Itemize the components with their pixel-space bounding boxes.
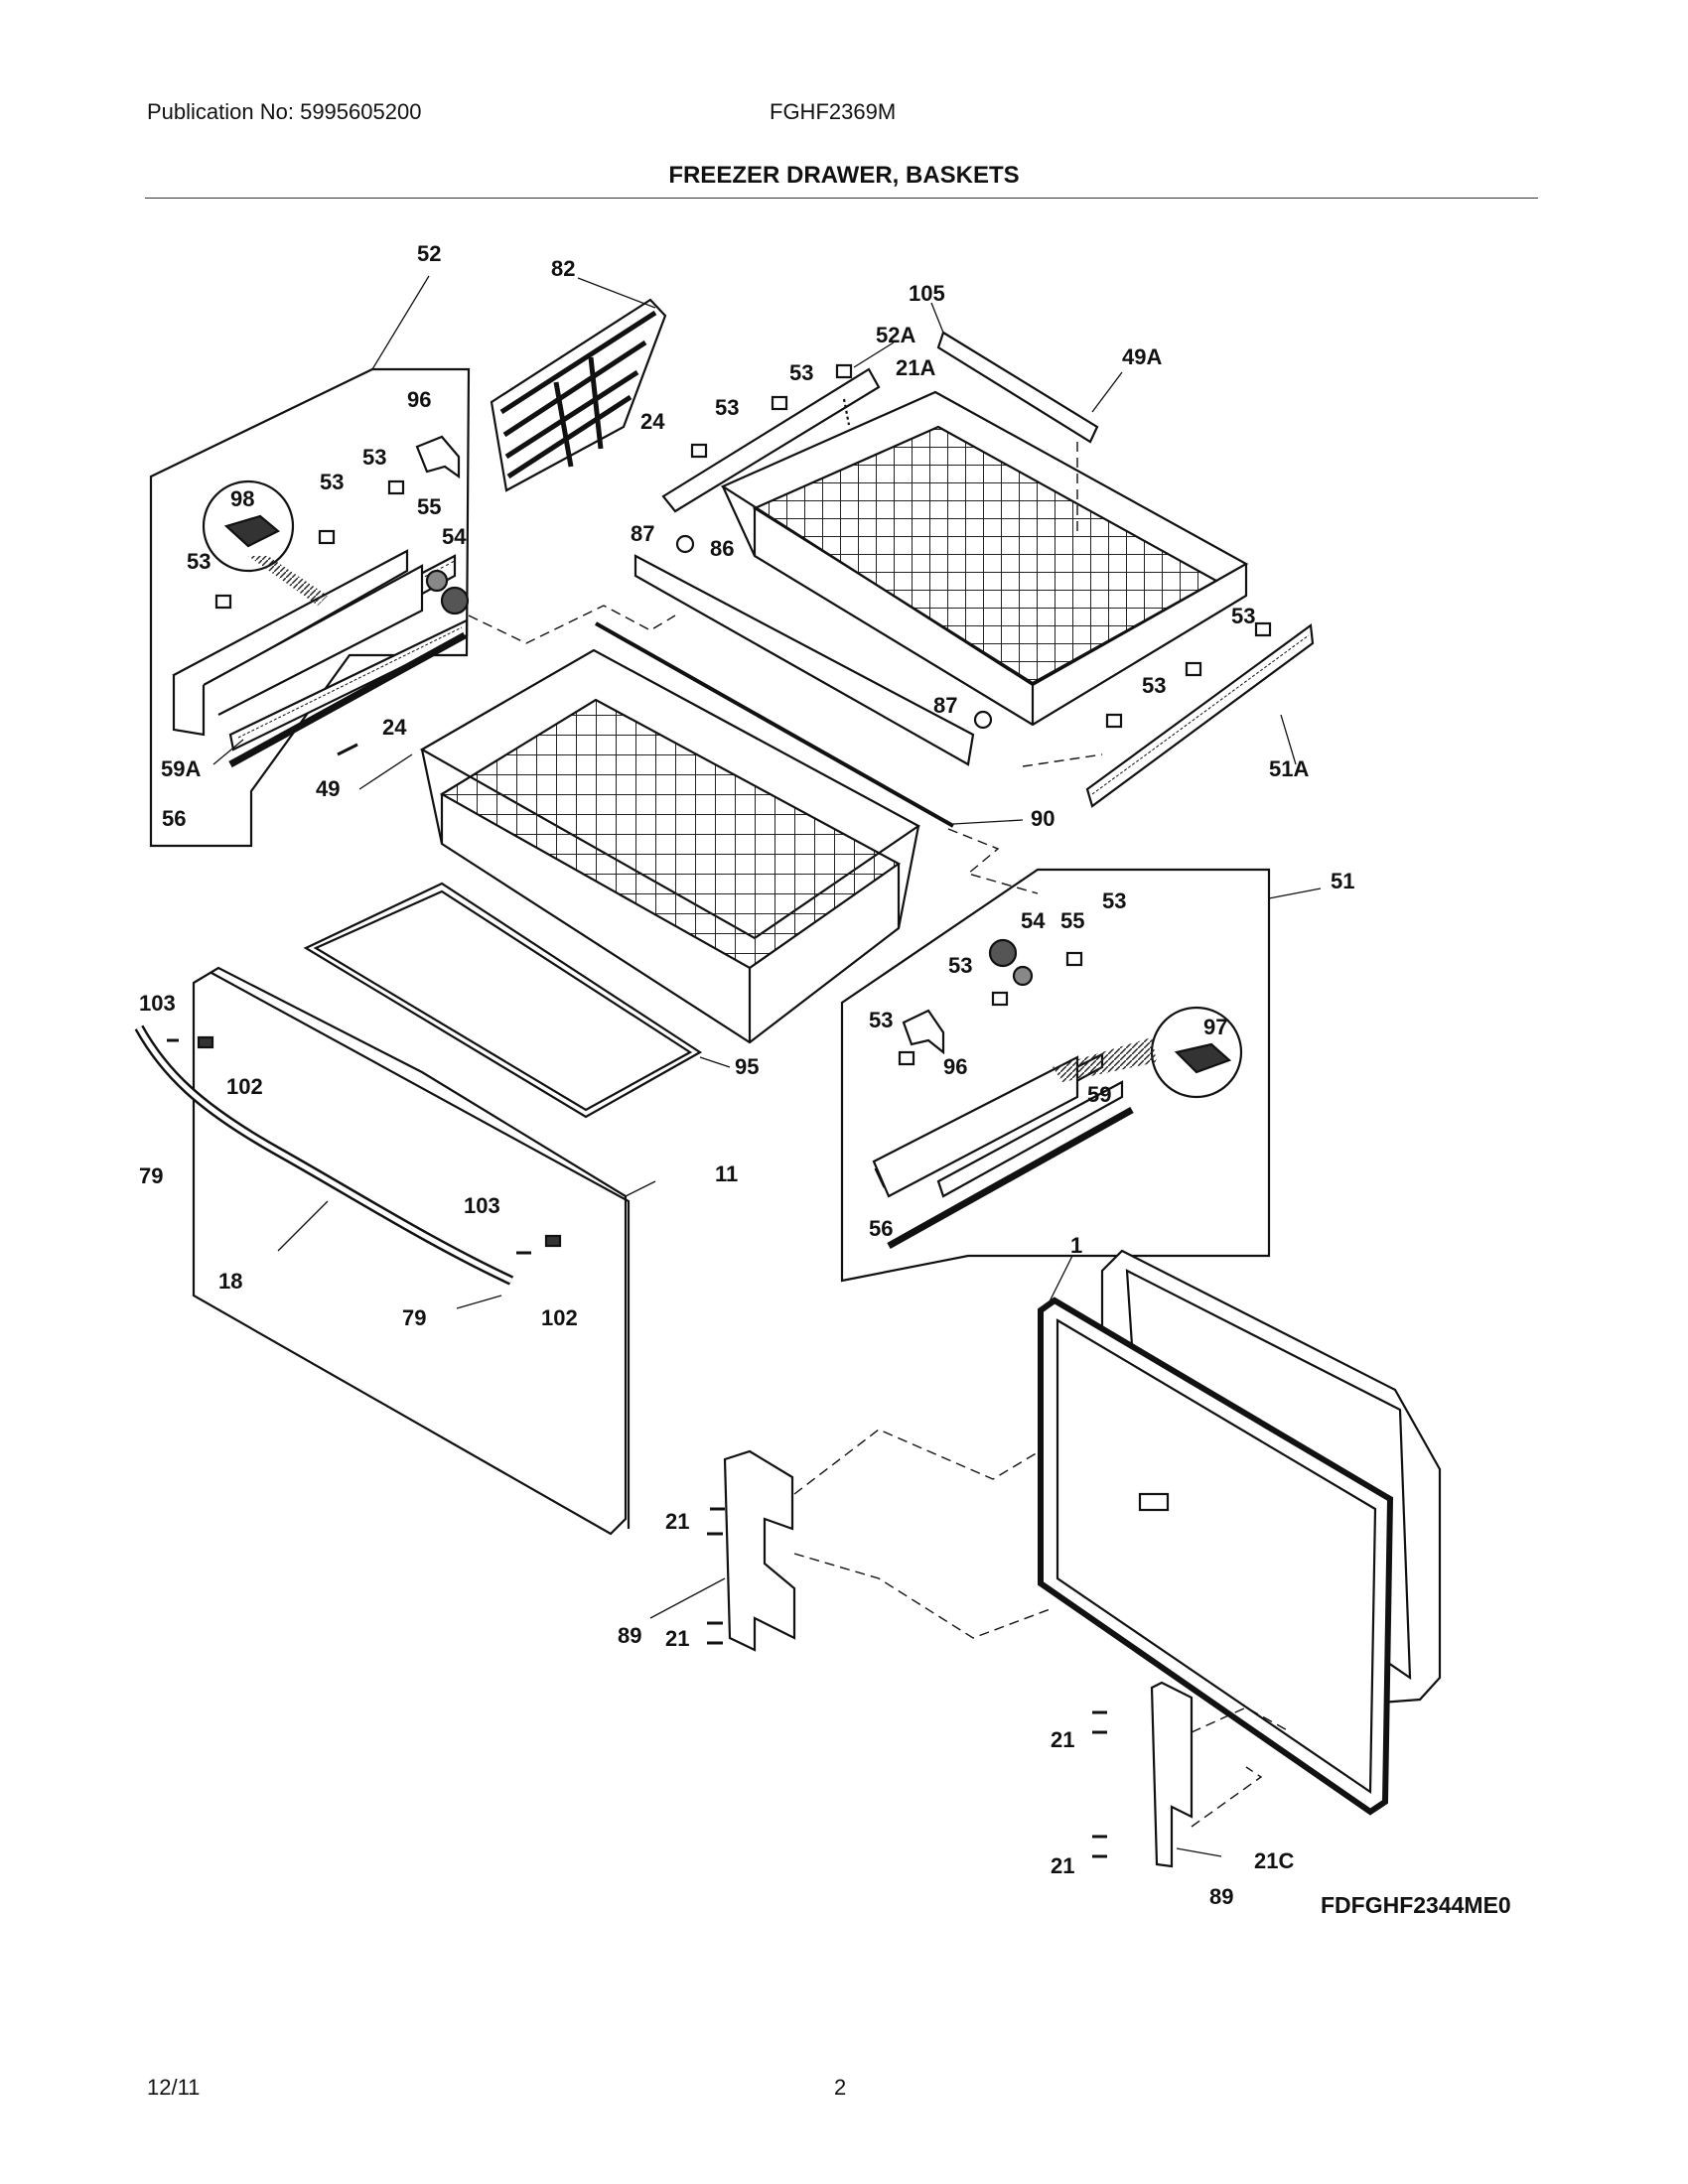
right-slide-assembly xyxy=(840,868,1271,1283)
callout-21C: 21C xyxy=(1254,1848,1294,1873)
callout-53: 53 xyxy=(320,470,344,494)
callout-59A: 59A xyxy=(161,756,201,781)
callout-53: 53 xyxy=(187,549,211,574)
callout-53: 53 xyxy=(1231,604,1255,628)
callout-53: 53 xyxy=(948,953,972,978)
drawer-pan xyxy=(303,882,703,1119)
lower-basket xyxy=(419,621,954,1044)
drawer-front xyxy=(134,966,631,1536)
callout-21: 21 xyxy=(1051,1853,1074,1878)
hinge-brackets xyxy=(707,1449,1194,1868)
callout-87: 87 xyxy=(631,521,654,546)
callout-55: 55 xyxy=(417,494,441,519)
callout-56: 56 xyxy=(869,1216,893,1241)
callout-102: 102 xyxy=(541,1305,578,1330)
callout-103: 103 xyxy=(139,991,176,1016)
callout-79: 79 xyxy=(402,1305,426,1330)
callout-51A: 51A xyxy=(1269,756,1309,781)
diagram-code: FDFGHF2344ME0 xyxy=(1321,1892,1511,1918)
callout-98: 98 xyxy=(230,486,254,511)
assembly-lines xyxy=(468,442,1292,1828)
freezer-frame xyxy=(1038,1249,1442,1816)
page-number: 2 xyxy=(834,2075,847,2100)
callout-53: 53 xyxy=(1142,673,1166,698)
callout-54: 54 xyxy=(1021,908,1046,933)
callout-95: 95 xyxy=(735,1054,759,1079)
page-title: FREEZER DRAWER, BASKETS xyxy=(668,162,1020,189)
callout-89: 89 xyxy=(618,1623,641,1648)
callout-54: 54 xyxy=(442,524,467,549)
callout-18: 18 xyxy=(218,1269,242,1294)
revision-date: 12/11 xyxy=(147,2075,201,2100)
callout-1: 1 xyxy=(1070,1233,1082,1258)
callout-24: 24 xyxy=(640,409,665,434)
callout-90: 90 xyxy=(1031,806,1055,831)
callout-49: 49 xyxy=(316,776,340,801)
callout-11: 11 xyxy=(715,1161,738,1186)
publication-number: Publication No: 5995605200 xyxy=(147,99,422,124)
callout-21: 21 xyxy=(665,1509,689,1534)
callout-53: 53 xyxy=(869,1008,893,1032)
callout-21: 21 xyxy=(1051,1727,1074,1752)
callout-87: 87 xyxy=(933,693,957,718)
header-rule xyxy=(145,198,1538,199)
callout-79: 79 xyxy=(139,1163,163,1188)
basket-divider xyxy=(490,298,667,492)
callout-96: 96 xyxy=(943,1054,967,1079)
upper-basket xyxy=(633,331,1315,808)
callout-52A: 52A xyxy=(876,323,915,347)
callout-56: 56 xyxy=(162,806,186,831)
model-number: FGHF2369M xyxy=(770,99,897,124)
callout-59: 59 xyxy=(1087,1082,1111,1107)
callout-103: 103 xyxy=(464,1193,500,1218)
callout-55: 55 xyxy=(1060,908,1084,933)
callout-102: 102 xyxy=(226,1074,263,1099)
callout-53: 53 xyxy=(715,395,739,420)
callout-51: 51 xyxy=(1331,869,1354,893)
callout-53: 53 xyxy=(362,445,386,470)
callout-96: 96 xyxy=(407,387,431,412)
callout-53: 53 xyxy=(789,360,813,385)
callout-49A: 49A xyxy=(1122,344,1162,369)
callout-21A: 21A xyxy=(896,355,935,380)
callout-52: 52 xyxy=(417,241,441,266)
callout-24: 24 xyxy=(382,715,407,740)
callout-89: 89 xyxy=(1209,1884,1233,1909)
callout-labels: 52 82 105 52A 53 21A 53 24 96 53 53 98 5… xyxy=(139,241,1354,1909)
callout-53: 53 xyxy=(1102,888,1126,913)
callout-21: 21 xyxy=(665,1626,689,1651)
callout-105: 105 xyxy=(909,281,945,306)
left-slide-assembly xyxy=(149,367,471,848)
callout-86: 86 xyxy=(710,536,734,561)
callout-97: 97 xyxy=(1203,1015,1227,1039)
callout-82: 82 xyxy=(551,256,575,281)
leader-lines xyxy=(212,275,1322,1857)
